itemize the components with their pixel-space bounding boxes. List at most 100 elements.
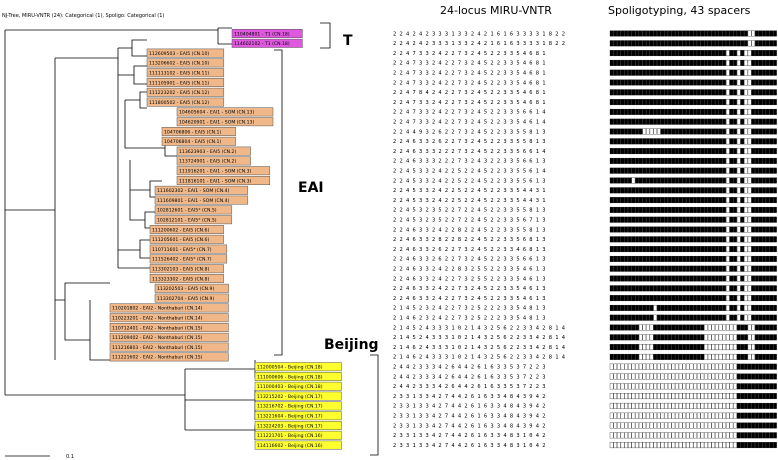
spacer-cell	[726, 79, 730, 86]
spacer-cell	[744, 69, 748, 76]
spacer-cell	[722, 108, 726, 115]
spacer-cell	[726, 216, 730, 223]
spacer-cell	[693, 246, 697, 253]
spacer-cell	[736, 285, 741, 292]
spacer-cell	[700, 402, 705, 409]
spacer-cell	[718, 187, 723, 194]
tip-label: 111221701 - Beijing (CN.16)	[257, 433, 323, 439]
spacer-cell	[653, 363, 657, 370]
spacer-cell	[609, 324, 614, 331]
spacer-cell	[726, 206, 730, 213]
spacer-cell	[744, 255, 748, 262]
spacer-cell	[729, 118, 734, 125]
spacer-cell	[718, 255, 723, 262]
spacer-cell	[649, 285, 654, 292]
spacer-cell	[711, 79, 716, 86]
spacer-cell	[740, 265, 745, 272]
spacer-cell	[755, 383, 759, 390]
spacer-cell	[762, 79, 766, 86]
spacer-cell	[667, 177, 672, 184]
spacer-cell	[682, 334, 686, 341]
spacer-cell	[765, 177, 770, 184]
spacer-cell	[740, 50, 745, 57]
spacer-cell	[707, 412, 712, 419]
spacer-cell	[664, 314, 668, 321]
spacer-cell	[704, 89, 708, 96]
spacer-cell	[620, 344, 625, 351]
spacer-cell	[740, 246, 745, 253]
spacer-cell	[700, 157, 705, 164]
spacer-cell	[682, 255, 686, 262]
spacer-cell	[729, 412, 734, 419]
spacer-cell	[740, 177, 745, 184]
spacer-cell	[678, 412, 683, 419]
spacer-cell	[722, 236, 726, 243]
tip-label: 111200602 - EAI5 (CN.6)	[152, 227, 209, 233]
spacer-cell	[686, 236, 690, 243]
spacer-cell	[617, 373, 621, 380]
spacer-cell	[729, 79, 734, 86]
spacer-cell	[718, 89, 723, 96]
spacer-cell	[660, 89, 665, 96]
spacer-cell	[704, 246, 708, 253]
spacer-cell	[638, 69, 643, 76]
spacer-cell	[765, 383, 770, 390]
spacer-cell	[682, 236, 686, 243]
spacer-cell	[762, 177, 766, 184]
spacer-cell	[689, 255, 694, 262]
spacer-cell	[762, 99, 766, 106]
spacer-cell	[660, 206, 665, 213]
spacer-cell	[689, 99, 694, 106]
spacer-cell	[747, 89, 752, 96]
spacer-cell	[711, 383, 716, 390]
spacer-cell	[769, 187, 774, 194]
spacer-cell	[609, 442, 614, 449]
spacer-cell	[682, 118, 686, 125]
tip-label-box	[254, 401, 342, 411]
spacer-cell	[609, 246, 614, 253]
spacer-cell	[722, 393, 726, 400]
spacer-cell	[653, 373, 657, 380]
spacer-cell	[642, 275, 647, 282]
spacer-cell	[646, 59, 650, 66]
spacer-cell	[715, 148, 719, 155]
spacer-cell	[613, 314, 618, 321]
spacer-cell	[693, 30, 697, 37]
spacer-cell	[726, 334, 730, 341]
spacer-cell	[631, 89, 636, 96]
spacer-cell	[653, 383, 657, 390]
spacer-cell	[729, 295, 734, 302]
spacer-cell	[758, 285, 763, 292]
spacer-cell	[682, 59, 686, 66]
spacer-cell	[675, 344, 679, 351]
spacer-cell	[653, 353, 657, 360]
tip-label-box	[149, 244, 228, 254]
spacer-cell	[740, 138, 745, 145]
spacer-cell	[769, 344, 774, 351]
spacer-cell	[722, 363, 726, 370]
spacer-cell	[682, 226, 686, 233]
spacer-cell	[736, 167, 741, 174]
spacer-cell	[715, 275, 719, 282]
spacer-cell	[758, 383, 763, 390]
spacer-cell	[686, 50, 690, 57]
spacer-cell	[765, 373, 770, 380]
spacer-cell	[755, 422, 759, 429]
spacer-cell	[722, 255, 726, 262]
spacer-cell	[726, 295, 730, 302]
spacer-cell	[609, 157, 614, 164]
spacer-cell	[671, 187, 676, 194]
spacer-cell	[649, 432, 654, 439]
spacer-cell	[675, 422, 679, 429]
spacer-cell	[649, 246, 654, 253]
spacer-cell	[729, 246, 734, 253]
spacer-cell	[729, 50, 734, 57]
spacer-cell	[765, 148, 770, 155]
spacer-cell	[620, 197, 625, 204]
spacer-cell	[773, 324, 777, 331]
spacer-cell	[722, 69, 726, 76]
spacer-cell	[635, 40, 639, 47]
spacer-cell	[664, 177, 668, 184]
spacer-cell	[646, 422, 650, 429]
spacer-cell	[751, 295, 755, 302]
